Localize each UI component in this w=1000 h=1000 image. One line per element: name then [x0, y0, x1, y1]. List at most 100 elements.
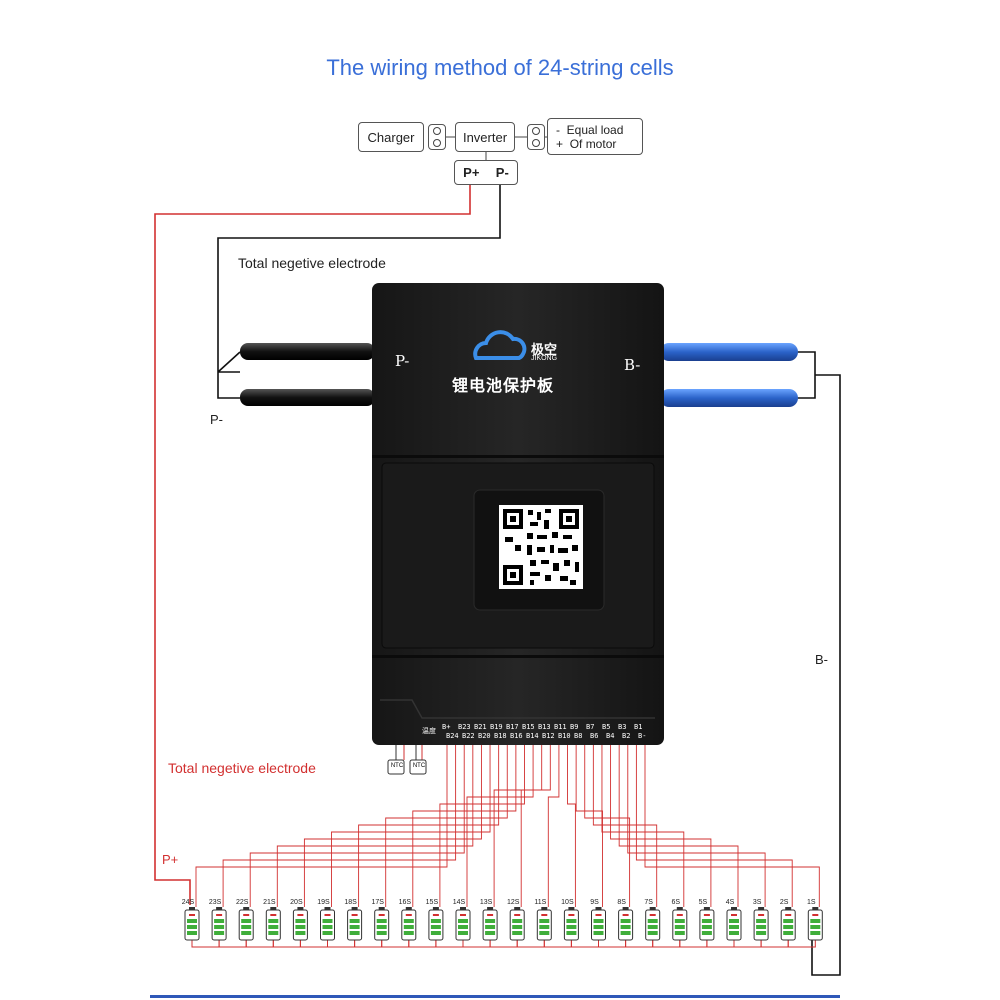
p-plus-terminal: P+ — [463, 165, 480, 180]
pin-label-top: B5 — [602, 723, 611, 731]
inverter-connector — [527, 124, 545, 150]
cell-label: 21S — [263, 899, 276, 906]
pin-label-top: B3 — [618, 723, 627, 731]
pin-label-bottom: B10 — [558, 732, 571, 740]
series-link — [516, 940, 545, 948]
cell-label: 15S — [425, 899, 439, 906]
sense-wire — [303, 745, 482, 907]
b-minus-cables — [660, 343, 798, 407]
sense-wire — [547, 745, 560, 907]
series-link — [462, 940, 491, 948]
series-link — [327, 940, 356, 948]
cell-label: 14S — [452, 899, 466, 906]
charger-label: Charger — [367, 129, 415, 145]
sense-wire — [618, 745, 739, 907]
inverter-label: Inverter — [462, 129, 508, 145]
battery-cell — [699, 907, 715, 941]
battery-cell — [780, 907, 796, 941]
series-link — [706, 940, 735, 948]
board-b-minus-label: B- — [624, 356, 641, 374]
pin-label-top: B23 — [458, 723, 471, 731]
cell-label: 8S — [617, 899, 626, 906]
load-line1: Equal load — [566, 122, 624, 137]
pin-label-bottom: B20 — [478, 732, 491, 740]
pin-label-top: B17 — [506, 723, 519, 731]
battery-cell — [320, 907, 335, 941]
bottom-divider — [150, 995, 840, 998]
series-link — [489, 940, 518, 948]
sense-wire — [610, 745, 712, 907]
battery-cell — [591, 907, 606, 941]
cell-label: 20S — [290, 899, 303, 906]
battery-cell — [211, 907, 227, 941]
series-link — [652, 940, 681, 948]
sense-wire — [592, 745, 658, 907]
p-minus-terminal: P- — [495, 165, 509, 180]
series-link — [272, 940, 301, 948]
sense-wire — [627, 745, 766, 907]
sense-wire — [644, 745, 820, 907]
series-link — [354, 940, 383, 948]
battery-cell — [509, 907, 525, 941]
series-link — [598, 940, 627, 948]
qr-code-icon — [503, 509, 579, 585]
pin-label-top: B1 — [634, 723, 643, 731]
battery-cell — [238, 907, 254, 941]
cell-label: 18S — [344, 899, 357, 906]
cell-label: 6S — [671, 899, 681, 906]
series-link — [218, 940, 247, 948]
ntc-label-1: NTC — [390, 763, 404, 769]
battery-cell — [374, 907, 390, 941]
cell-label: 11S — [534, 899, 547, 906]
page-title: The wiring method of 24-string cells — [326, 55, 674, 80]
battery-cell — [455, 907, 471, 941]
cell-label: 3S — [752, 899, 762, 906]
total-negative-label-top: Total negetive electrode — [238, 255, 386, 271]
sense-wire — [575, 745, 603, 907]
pin-label-top: B11 — [554, 723, 567, 731]
battery-cell — [292, 907, 308, 941]
series-link — [787, 940, 816, 948]
cell-label: 10S — [561, 899, 574, 906]
pin-label-bottom: B12 — [542, 732, 555, 740]
series-link — [679, 940, 708, 948]
battery-cell — [265, 907, 281, 941]
battery-cell — [347, 907, 363, 941]
sense-wire — [439, 745, 525, 907]
pin-label-bottom: B16 — [510, 732, 523, 740]
battery-cell — [536, 907, 552, 941]
b-minus-side-label: B- — [815, 652, 828, 667]
pin-label-top: B19 — [490, 723, 503, 731]
cell-label: 12S — [506, 899, 520, 906]
pin-label-top: B15 — [522, 723, 535, 731]
sense-wire — [584, 745, 631, 907]
p-minus-side-label: P- — [210, 412, 223, 427]
series-link — [191, 940, 220, 948]
sense-wire — [466, 745, 534, 907]
pin-label-top: B21 — [474, 723, 487, 731]
cell-label: 2S — [779, 899, 789, 906]
cell-label: 16S — [398, 899, 412, 906]
p-plus-side-label: P+ — [162, 852, 179, 867]
pin-label-bottom: B6 — [590, 732, 599, 740]
cell-label: 22S — [235, 899, 249, 906]
charger-connector — [428, 124, 446, 150]
cell-label: 23S — [208, 899, 222, 906]
cell-label: 13S — [479, 899, 493, 906]
sense-wire — [385, 745, 508, 907]
pin-label-bottom: B22 — [462, 732, 475, 740]
sense-wire — [493, 745, 543, 907]
pin-label-top: B+ — [442, 723, 451, 731]
sense-wire — [601, 745, 685, 907]
pin-label-bottom: B2 — [622, 732, 631, 740]
series-link — [381, 940, 410, 948]
pin-label-top: B7 — [586, 723, 595, 731]
sense-wire — [520, 745, 551, 907]
series-link — [408, 940, 437, 948]
ntc-connectors — [387, 745, 427, 775]
battery-cell — [645, 907, 661, 941]
brand-en: JIKONG — [531, 355, 558, 362]
series-link — [299, 940, 328, 948]
cell-label: 24S — [181, 899, 195, 906]
